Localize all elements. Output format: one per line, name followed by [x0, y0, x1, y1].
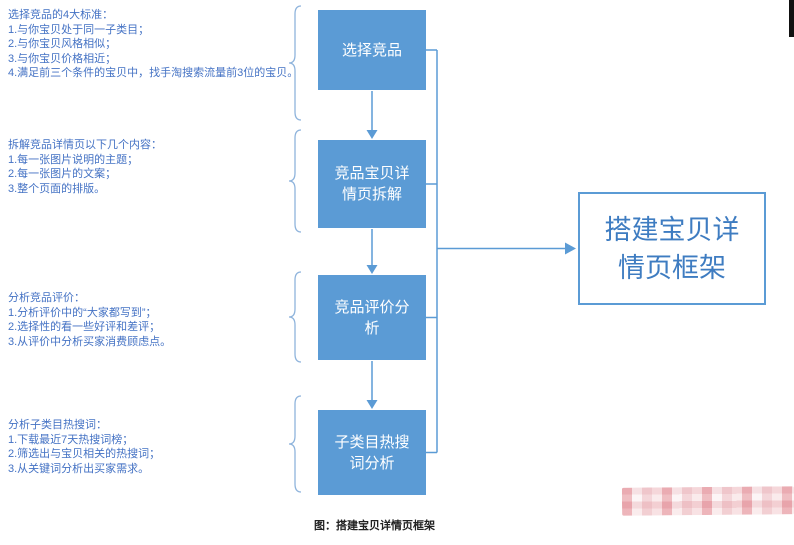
arrow-step1-step2: [366, 91, 378, 139]
step-label: 子类目热搜词分析: [334, 433, 410, 472]
arrow-to-result: [437, 242, 576, 255]
step-box-review-analysis: 竞品评价分析: [318, 275, 426, 360]
step-label: 选择竞品: [341, 41, 402, 59]
arrow-step2-step3: [366, 229, 378, 274]
brace-note2: [288, 129, 302, 233]
step-label: 竞品宝贝详情页拆解: [334, 165, 410, 203]
step-label: 竞品评价分析: [334, 298, 410, 337]
note-select-criteria: 选择竞品的4大标准： 1.与你宝贝处于同一子类目； 2.与你宝贝风格相似； 3.…: [8, 9, 299, 79]
result-box-build-detail-page-framework: 搭建宝贝详情页框架: [578, 192, 766, 305]
step-box-select-competitor: 选择竞品: [318, 10, 426, 90]
screen-edge-artifact: [789, 0, 794, 37]
watermark-mosaic: [621, 486, 794, 516]
note-review-analysis: 分析竞品评价： 1.分析评价中的“大家都写到”； 2.选择性的看一些好评和差评；…: [8, 292, 172, 348]
brace-note1: [288, 5, 302, 121]
result-label: 搭建宝贝详情页框架: [604, 214, 740, 283]
brace-note3: [288, 271, 302, 363]
figure-caption: 图：搭建宝贝详情页框架: [314, 520, 435, 532]
step-box-hot-keyword-analysis: 子类目热搜词分析: [318, 410, 426, 495]
arrow-step3-step4: [366, 361, 378, 409]
brace-note4: [288, 395, 302, 493]
merge-connector-stubs: [426, 49, 437, 454]
note-detail-page-breakdown: 拆解竞品详情页以下几个内容： 1.每一张图片说明的主题； 2.每一张图片的文案；…: [8, 139, 162, 195]
step-box-detail-page-breakdown: 竞品宝贝详情页拆解: [318, 140, 426, 228]
note-hot-keywords: 分析子类目热搜词： 1.下载最近7天热搜词榜； 2.筛选出与宝贝相关的热搜词； …: [8, 419, 161, 475]
